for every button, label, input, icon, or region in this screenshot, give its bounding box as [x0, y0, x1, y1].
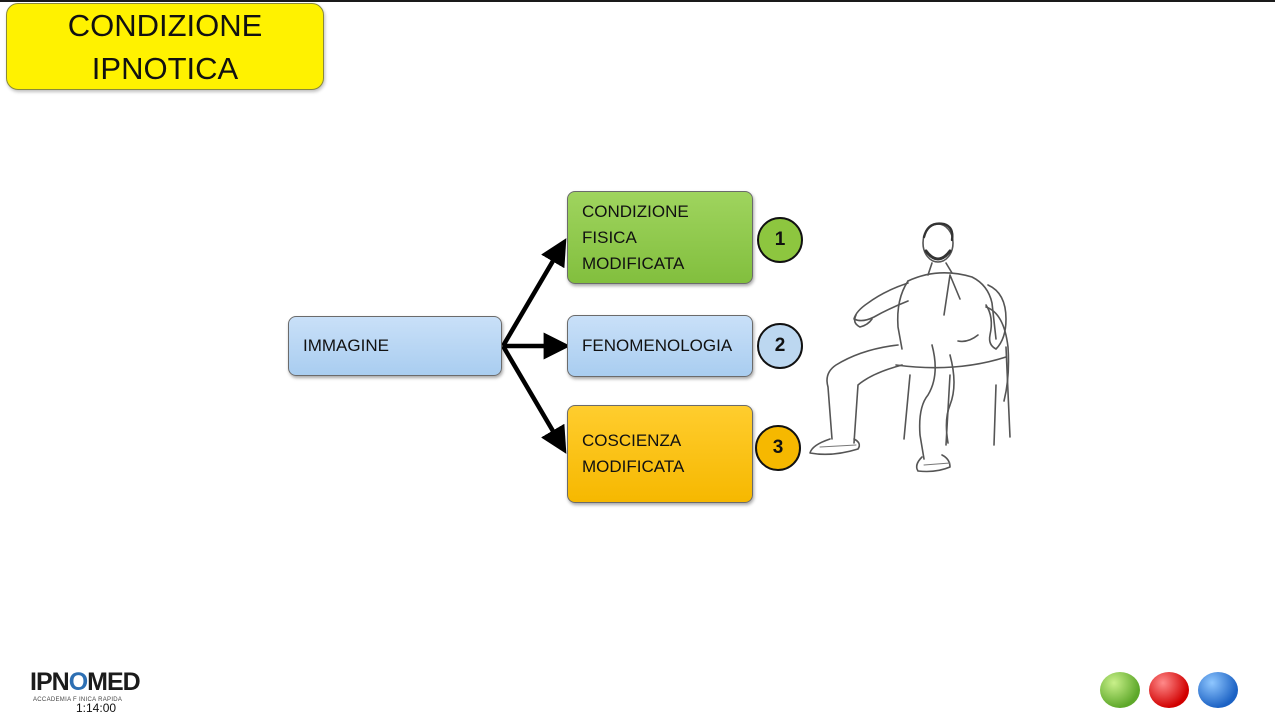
ipnomed-logo: IPNOMED: [30, 668, 141, 697]
node-coscienza-line-2: MODIFICATA: [582, 457, 685, 476]
number-badge-3: 3: [755, 425, 801, 471]
logo-subtitle: ACCADEMIA F INICA RAPIDA: [33, 697, 123, 703]
node-fenomenologia-label: FENOMENOLOGIA: [582, 336, 733, 355]
node-fenomenologia: FENOMENOLOGIA: [567, 315, 753, 377]
node-condizione-line-3: MODIFICATA: [582, 253, 685, 273]
node-condizione-line-1: CONDIZIONE: [582, 201, 689, 221]
blue-circle-icon: [1198, 672, 1238, 708]
video-timestamp: 1:14:00: [74, 701, 119, 715]
top-border-line: [0, 0, 1275, 2]
title-line-2: IPNOTICA: [91, 50, 239, 86]
node-immagine: IMMAGINE: [288, 316, 502, 376]
node-condizione-fisica-modificata: CONDIZIONE FISICA MODIFICATA: [567, 191, 753, 284]
arrow-to-coscienza: [501, 344, 567, 454]
node-immagine-label: IMMAGINE: [303, 336, 389, 355]
number-badge-1: 1: [757, 217, 803, 263]
green-circle-icon: [1100, 672, 1140, 708]
logo-text-left: IPN: [30, 668, 70, 696]
arrow-to-condizione: [501, 238, 567, 348]
logo-text-o: O: [68, 668, 88, 696]
node-condizione-line-2: FISICA: [582, 227, 637, 247]
slide-title: CONDIZIONE IPNOTICA: [6, 3, 324, 90]
number-badge-2: 2: [757, 323, 803, 369]
title-line-1: CONDIZIONE: [67, 7, 263, 43]
red-circle-icon: [1149, 672, 1189, 708]
node-coscienza-modificata: COSCIENZA MODIFICATA: [567, 405, 753, 503]
sitting-man-sketch-icon: [809, 222, 1011, 473]
node-coscienza-line-1: COSCIENZA: [582, 431, 682, 450]
logo-text-right: MED: [87, 668, 141, 696]
